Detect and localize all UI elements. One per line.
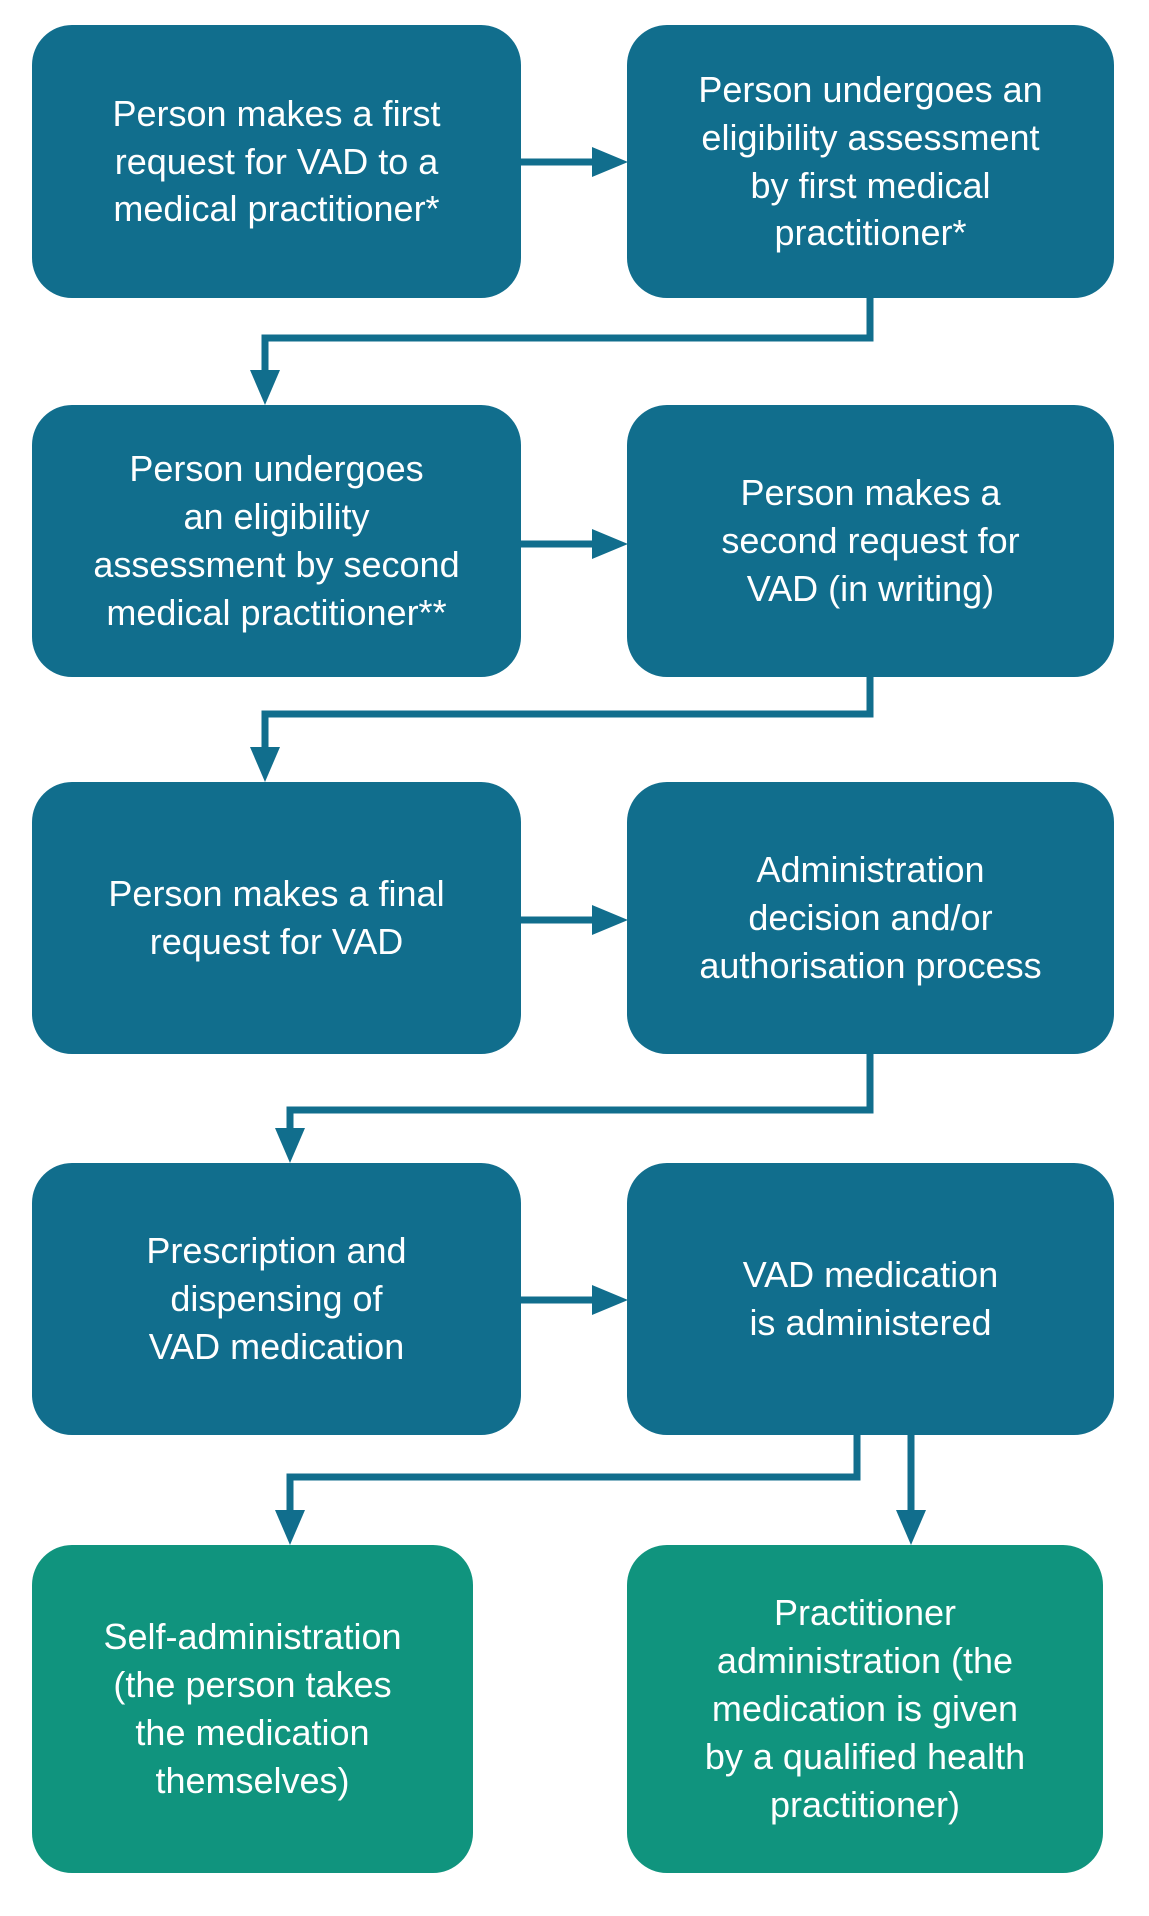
step-box-second-request: Person makes a second request for VAD (i… [627, 405, 1114, 677]
step-label-practitioner-administration: Practitioner administration (the medicat… [704, 1592, 1026, 1825]
step-label-second-assessment: Person undergoes an eligibility assessme… [93, 448, 460, 633]
arrow-final-request-to-admin-decision [521, 905, 628, 935]
step-label-prescription-dispensing: Prescription and dispensing of VAD medic… [146, 1230, 407, 1367]
step-label-self-administration: Self-administration (the person takes th… [103, 1616, 402, 1801]
step-box-medication-administered: VAD medication is administered [627, 1163, 1114, 1435]
step-box-second-assessment: Person undergoes an eligibility assessme… [32, 405, 521, 677]
step-label-medication-administered: VAD medication is administered [742, 1254, 999, 1343]
step-box-first-request: Person makes a first request for VAD to … [32, 25, 521, 298]
step-box-first-assessment: Person undergoes an eligibility assessme… [627, 25, 1114, 298]
step-box-admin-decision: Administration decision and/or authorisa… [627, 782, 1114, 1054]
arrow-admin-decision-to-prescription [275, 1054, 874, 1163]
arrow-administered-to-practitioner-administration [896, 1435, 926, 1545]
step-box-practitioner-administration: Practitioner administration (the medicat… [627, 1545, 1103, 1873]
step-label-first-request: Person makes a first request for VAD to … [112, 92, 441, 230]
step-box-final-request: Person makes a final request for VAD [32, 782, 521, 1054]
step-box-prescription-dispensing: Prescription and dispensing of VAD medic… [32, 1163, 521, 1435]
arrow-first-request-to-first-assessment [521, 147, 628, 177]
step-label-first-assessment: Person undergoes an eligibility assessme… [698, 68, 1043, 254]
step-label-second-request: Person makes a second request for VAD (i… [721, 472, 1020, 609]
arrow-second-request-to-final-request [250, 677, 874, 782]
step-box-self-administration: Self-administration (the person takes th… [32, 1545, 473, 1873]
arrow-prescription-to-administered [521, 1285, 628, 1315]
arrow-second-assessment-to-second-request [521, 529, 628, 559]
step-label-admin-decision: Administration decision and/or authorisa… [699, 849, 1042, 986]
step-label-final-request: Person makes a final request for VAD [108, 873, 445, 962]
arrow-first-assessment-to-second-assessment [250, 298, 874, 405]
arrow-administered-to-self-administration [275, 1435, 861, 1545]
